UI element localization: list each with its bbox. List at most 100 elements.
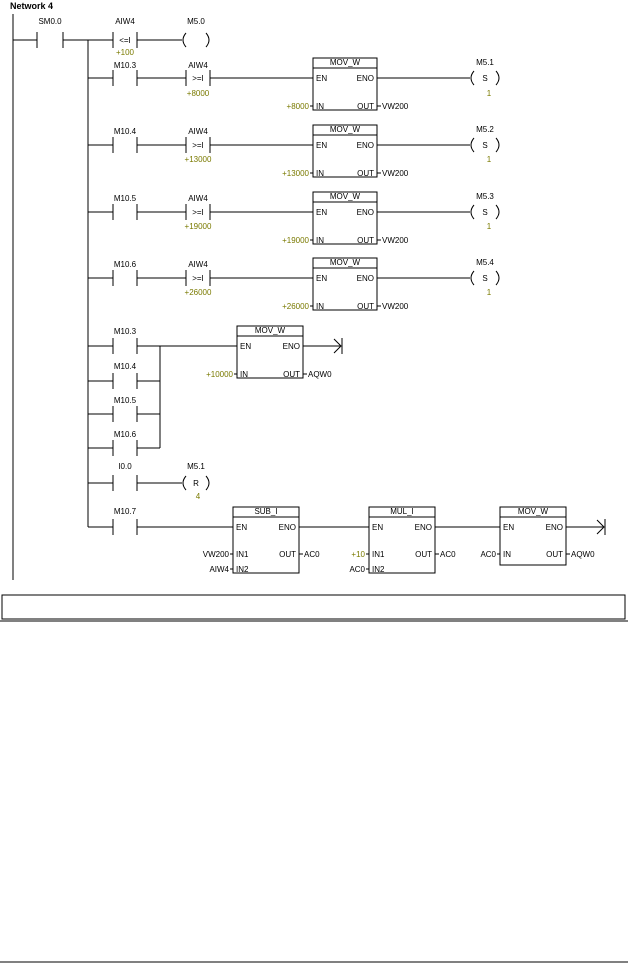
coil-count: 4 [196, 492, 201, 501]
contact-label: M10.7 [114, 507, 137, 516]
coil-left [182, 32, 187, 48]
eno-label: ENO [357, 74, 374, 83]
calc-rung: M10.7 SUB_I EN ENO IN1 IN2 OUT VW200 AIW… [88, 506, 606, 574]
coil-count: 1 [487, 89, 492, 98]
out-value: VW200 [382, 236, 409, 245]
mov-w-block[interactable] [312, 191, 378, 245]
coil-label: M5.2 [476, 125, 494, 134]
cmp-op: >=I [192, 208, 204, 217]
coil-label: M5.1 [476, 58, 494, 67]
mov-w-block[interactable] [312, 57, 378, 111]
rung-row-1: SM0.0 AIW4 <=I +100 M5.0 [13, 17, 210, 57]
coil-type: S [482, 141, 487, 150]
in-value: +13000 [282, 169, 309, 178]
coil-right [205, 32, 210, 48]
in1-value: +10 [351, 550, 365, 559]
out-label: OUT [357, 102, 374, 111]
coil-type: R [193, 479, 199, 488]
cmp-value: +26000 [185, 288, 212, 297]
cmp-op: >=I [192, 74, 204, 83]
coil-count: 1 [487, 288, 492, 297]
out-label: OUT [283, 370, 300, 379]
mov-w-block[interactable] [312, 257, 378, 311]
out-label: OUT [357, 302, 374, 311]
in-value: +10000 [206, 370, 233, 379]
contact-label: M10.5 [114, 396, 137, 405]
mov-w-block[interactable] [312, 124, 378, 178]
block-name: MOV_W [518, 507, 549, 516]
in-value: +19000 [282, 236, 309, 245]
in1-value: VW200 [203, 550, 230, 559]
cmp-value: +19000 [185, 222, 212, 231]
block-name: MOV_W [255, 326, 286, 335]
contact-label: I0.0 [118, 462, 132, 471]
en-label: EN [316, 74, 327, 83]
cmp-operand: AIW4 [188, 194, 208, 203]
in-label: IN [503, 550, 511, 559]
arrow-icon [596, 519, 605, 535]
coil-count: 1 [487, 155, 492, 164]
out-value: VW200 [382, 102, 409, 111]
reset-rung: I0.0 R M5.1 4 [88, 462, 210, 501]
network-title: Network 4 [10, 1, 53, 11]
cmp-value: +8000 [187, 89, 210, 98]
contact-label: M10.4 [114, 362, 137, 371]
coil-label: M5.3 [476, 192, 494, 201]
out-value: AC0 [304, 550, 320, 559]
en-label: EN [316, 208, 327, 217]
eno-label: ENO [546, 523, 563, 532]
block-name: MOV_W [330, 58, 361, 67]
in2-label: IN2 [236, 565, 249, 574]
en-label: EN [316, 274, 327, 283]
eno-label: ENO [283, 342, 300, 351]
contact-label: M10.5 [114, 194, 137, 203]
out-value: AC0 [440, 550, 456, 559]
eno-label: ENO [357, 208, 374, 217]
in1-label: IN1 [236, 550, 249, 559]
out-value: AQW0 [571, 550, 595, 559]
out-value: VW200 [382, 302, 409, 311]
in2-value: AIW4 [209, 565, 229, 574]
in-value: +26000 [282, 302, 309, 311]
in2-value: AC0 [349, 565, 365, 574]
coil-type: S [482, 208, 487, 217]
out-value: VW200 [382, 169, 409, 178]
eno-label: ENO [279, 523, 296, 532]
sub-i-block[interactable] [232, 506, 300, 574]
contact-label: M10.6 [114, 430, 137, 439]
out-label: OUT [279, 550, 296, 559]
arrow-icon [333, 338, 342, 354]
block-name: MOV_W [330, 258, 361, 267]
mul-i-block[interactable] [368, 506, 436, 574]
en-label: EN [372, 523, 383, 532]
out-label: OUT [415, 550, 432, 559]
contact-label: M10.3 [114, 61, 137, 70]
out-label: OUT [357, 169, 374, 178]
cmp-op: >=I [192, 274, 204, 283]
mov-w-block[interactable] [236, 325, 304, 379]
en-label: EN [236, 523, 247, 532]
comment-bar[interactable] [1, 594, 626, 620]
eno-label: ENO [357, 141, 374, 150]
out-label: OUT [357, 236, 374, 245]
block-name: MUL_I [390, 507, 414, 516]
coil-count: 1 [487, 222, 492, 231]
contact-label: M10.4 [114, 127, 137, 136]
coil-label-m50: M5.0 [187, 17, 205, 26]
coil-type: S [482, 274, 487, 283]
cmp-value: +100 [116, 48, 135, 57]
rung-m10-6: M10.6 AIW4 >=I +26000 MOV_W EN ENO IN OU… [88, 257, 500, 311]
cmp-op: >=I [192, 141, 204, 150]
in-value: AC0 [480, 550, 496, 559]
in-label: IN [316, 236, 324, 245]
coil-type: S [482, 74, 487, 83]
cmp-operand: AIW4 [115, 17, 135, 26]
en-label: EN [316, 141, 327, 150]
in2-label: IN2 [372, 565, 385, 574]
rung-m10-3: M10.3 AIW4 >=I +8000 MOV_W EN ENO IN OUT… [88, 57, 500, 111]
in-label: IN [316, 169, 324, 178]
in1-label: IN1 [372, 550, 385, 559]
contact-label: M10.6 [114, 260, 137, 269]
eno-label: ENO [415, 523, 432, 532]
